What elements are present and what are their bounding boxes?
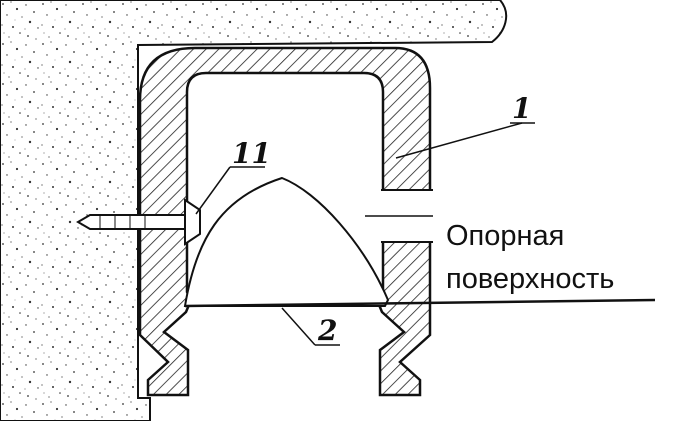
aluminium-profile bbox=[138, 46, 432, 397]
leader-line-11 bbox=[195, 166, 231, 215]
label-surface-line1: Опорная bbox=[446, 220, 564, 252]
wall-concrete bbox=[0, 0, 508, 421]
leader-line-2 bbox=[281, 307, 316, 346]
support-surface-line bbox=[184, 298, 656, 308]
mounting-screw bbox=[76, 198, 201, 246]
label-1: 1 bbox=[512, 92, 531, 125]
label-11: 11 bbox=[232, 137, 271, 170]
label-surface-line2: поверхность bbox=[446, 263, 614, 295]
leader-line-1 bbox=[395, 122, 523, 159]
dome-lens bbox=[183, 176, 390, 307]
label-2: 2 bbox=[317, 314, 337, 347]
